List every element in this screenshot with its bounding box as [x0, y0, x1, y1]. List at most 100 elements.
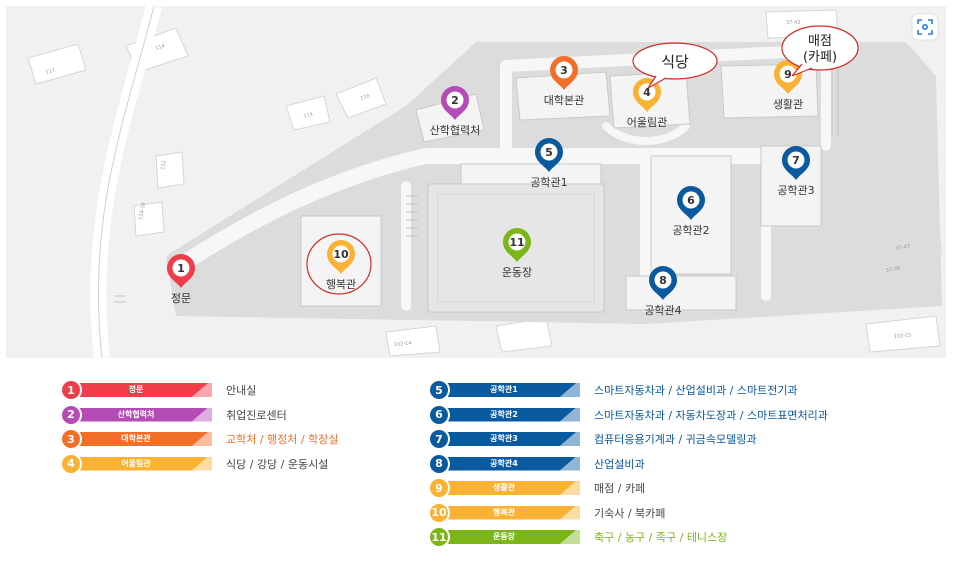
legend-badge-bar: [440, 407, 576, 422]
pin-label: 공학관4: [644, 304, 681, 317]
road-label: 112: [160, 160, 168, 170]
pin-inner-circle: [787, 151, 805, 169]
pin-label: 공학관1: [530, 176, 567, 189]
legend-item-10: 10 행복관 기숙사 / 북카페: [430, 503, 666, 522]
legend-badge: 6 공학관2: [430, 405, 580, 424]
pin-label: 대학본관: [544, 94, 584, 107]
pin-label: 공학관3: [777, 184, 814, 197]
map-pin-6[interactable]: 6 공학관2: [672, 186, 710, 237]
map-pin-5[interactable]: 5 공학관1: [530, 138, 568, 189]
legend-badge: 2 산학협력처: [62, 405, 212, 424]
legend-item-9: 9 생활관 매점 / 카페: [430, 479, 645, 497]
legend-building-name: 공학관1: [490, 385, 518, 394]
legend-building-name: 산학협력처: [117, 409, 155, 419]
legend-item-4: 4 어울림관 식당 / 강당 / 운동시설: [62, 454, 328, 473]
parking-stripes: [114, 66, 839, 303]
legend-description: 매점 / 카페: [594, 482, 646, 495]
fullscreen-icon: [917, 19, 933, 35]
pin-label: 어울림관: [627, 116, 667, 129]
legend-description: 교학처 / 행정처 / 학장실: [226, 433, 339, 446]
pin-label: 공학관2: [672, 224, 709, 237]
legend-badge-number: 5: [430, 381, 448, 399]
legend-item-3: 3 대학본관 교학처 / 행정처 / 학장실: [62, 430, 338, 448]
legend-item-7: 7 공학관3 컴퓨터응용기계과 / 귀금속모델링과: [430, 430, 757, 448]
map-pin-3[interactable]: 3 대학본관: [544, 56, 584, 107]
legend-badge: 4 어울림관: [62, 454, 212, 473]
pin-number: 6: [687, 194, 695, 207]
road-label: 116: [360, 93, 371, 102]
legend-building-name: 생활관: [492, 483, 516, 492]
legend-description: 취업진로센터: [226, 408, 287, 422]
fullscreen-button[interactable]: [911, 13, 939, 41]
legend-badge-bar: [72, 407, 208, 422]
legend-badge-bar: [440, 456, 576, 471]
campus-map[interactable]: 117114116114112124-1837-4237-4737-38102-…: [6, 6, 946, 358]
pin-inner-circle: [779, 65, 797, 83]
legend-badge: 1 정문: [62, 381, 212, 399]
pin-number: 10: [333, 248, 349, 261]
pin-inner-circle: [654, 271, 672, 289]
map-pin-7[interactable]: 7 공학관3: [777, 146, 815, 197]
cafeteria-callout-label: 식당: [661, 53, 689, 71]
pin-label: 산학협력처: [430, 124, 481, 137]
legend-building-name: 공학관2: [490, 409, 518, 419]
legend-badge-bar: [440, 432, 576, 446]
legend-description: 기숙사 / 북카페: [594, 506, 666, 520]
legend-badge-number: 10: [430, 503, 448, 522]
pin-number: 11: [509, 236, 524, 249]
building-eng4: [625, 275, 737, 311]
legend-description: 산업설비과: [594, 457, 645, 471]
road-label: 117: [45, 68, 56, 76]
legend-badge-bar: [72, 432, 208, 446]
legend-building-name: 운동장: [492, 532, 516, 541]
map-pin-1[interactable]: 1정문: [167, 254, 195, 305]
legend-building-name: 행복관: [492, 507, 516, 517]
legend-description: 축구 / 농구 / 족구 / 테니스장: [594, 531, 728, 544]
legend-description: 안내실: [226, 384, 257, 397]
map-pin-4[interactable]: 4 어울림관: [627, 78, 667, 129]
legend-badge: 9 생활관: [430, 479, 580, 497]
legend-badge: 3 대학본관: [62, 430, 212, 448]
map-pin-8[interactable]: 8 공학관4: [644, 266, 682, 317]
legend-badge-number: 11: [430, 528, 448, 546]
legend-badge-number: 1: [62, 381, 80, 399]
legend-badge-bar: [440, 505, 576, 520]
legend-building-name: 공학관4: [490, 458, 518, 468]
legend-building-name: 공학관3: [490, 434, 518, 443]
pin-inner-circle: [555, 61, 573, 79]
legend-badge-bar: [72, 456, 208, 471]
map-pin-11[interactable]: 11 운동장: [502, 228, 532, 279]
pin-label: 생활관: [773, 97, 803, 111]
legend-item-2: 2 산학협력처 취업진로센터: [62, 405, 287, 424]
road-label: 124-18: [138, 202, 147, 220]
road-label: 114: [303, 112, 314, 120]
pin-label: 운동장: [502, 266, 532, 279]
legend-building-name: 대학본관: [121, 434, 151, 443]
pin-number: 5: [545, 146, 553, 159]
pin-label: 정문: [171, 292, 191, 305]
pin-number: 4: [643, 86, 651, 99]
pin-number: 8: [659, 274, 667, 287]
legend-badge-bar: [440, 530, 576, 544]
legend-badge-bar: [440, 481, 576, 495]
legend-badge-number: 9: [430, 479, 448, 497]
legend-badge-number: 8: [430, 454, 448, 473]
pin-inner-circle: [172, 259, 190, 277]
pin-number: 3: [560, 64, 568, 77]
legend-badge: 7 공학관3: [430, 430, 580, 448]
legend-badge: 10 행복관: [430, 503, 580, 522]
road-label: 114: [155, 43, 166, 52]
map-pin-10[interactable]: 10 행복관: [326, 240, 356, 291]
legend-badge-number: 2: [62, 405, 80, 424]
buildings: [300, 63, 822, 311]
legend-item-11: 11 운동장 축구 / 농구 / 족구 / 테니스장: [430, 528, 727, 546]
legend-badge-bar: [440, 383, 576, 397]
pin-label: 행복관: [326, 278, 356, 291]
legend-building-name: 어울림관: [121, 458, 151, 468]
legend-badge-bar: [72, 383, 208, 397]
road-label: 37-38: [885, 266, 900, 274]
pin-number: 7: [792, 154, 800, 167]
